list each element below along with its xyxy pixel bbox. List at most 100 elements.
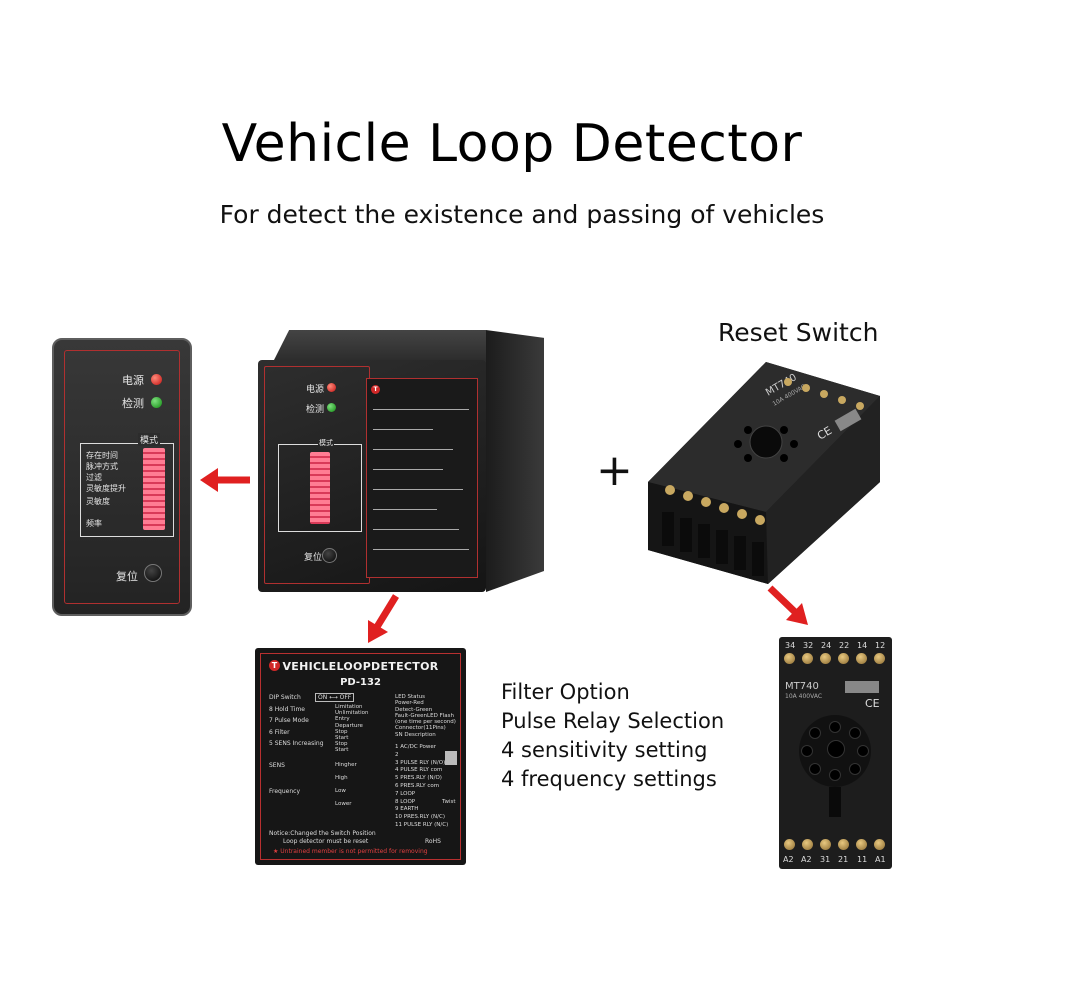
option-text: Hingher (335, 761, 357, 768)
mode-box (80, 443, 174, 537)
terminal-number: 24 (821, 641, 832, 650)
dip-switch-text: DIP Switch (269, 694, 301, 701)
option-text: Stop (335, 728, 348, 735)
setting-text: SENS (269, 761, 285, 769)
reset-button[interactable] (144, 564, 162, 582)
feature-item: 4 sensitivity setting (501, 738, 708, 762)
hologram-sticker (445, 751, 457, 765)
pin-text: 2 (395, 751, 399, 758)
option-text: Lower (335, 801, 352, 808)
terminal-number: 22 (839, 641, 850, 650)
left-arrow-icon (200, 468, 250, 492)
option-text: Limitation (335, 704, 363, 710)
key-slot (829, 787, 841, 817)
detect-led-icon (327, 403, 336, 412)
detect-label: 检测 (122, 397, 144, 410)
terminal-number: A2 (801, 855, 812, 864)
screw-icon (802, 839, 813, 850)
mode-label: 模式 (138, 433, 161, 446)
dip-switch-bank[interactable] (143, 448, 165, 530)
label-card-options: Limitation Unlimitation Entry Departure … (335, 704, 369, 807)
pin-text: 4 PULSE RLY com (395, 767, 443, 774)
screw-icon (802, 653, 813, 664)
down-right-arrow-icon (767, 585, 808, 625)
pin-text: 6 PRES.RLY com (395, 782, 440, 789)
notice-text: Loop detector must be reset (283, 838, 369, 845)
feature-item: 4 frequency settings (501, 767, 717, 791)
power-led-icon (151, 374, 162, 385)
pin-text: 10 PRES.RLY (N/C) (395, 814, 445, 821)
brand-logo: T (269, 660, 280, 671)
screw-icon (874, 839, 885, 850)
dip-on-off: ON ⟷ OFF (315, 693, 355, 702)
option-text: Start (335, 735, 349, 742)
relay-socket-top-view: 34 32 24 22 14 12 MT740 10A 400VAC CE A2… (779, 637, 892, 869)
reset-button-label: 复位 (116, 570, 138, 583)
brand-logo: T (371, 385, 380, 394)
label-card-model: PD-132 (340, 677, 381, 688)
label-card-frame (260, 653, 461, 860)
screw-icon (874, 653, 885, 664)
screw-icon (820, 839, 831, 850)
pin-text: 5 PRES.RLY (N/O) (395, 775, 442, 782)
notice-text: Notice:Changed the Switch Position (269, 830, 376, 837)
center-hole (827, 740, 845, 758)
pin-text: 8 LOOP (395, 798, 416, 805)
terminal-number: 32 (803, 641, 814, 650)
led-status-text: Connector(11Pins) (395, 725, 446, 732)
socket-brand: MT740 (785, 681, 819, 692)
option-text: High (335, 774, 348, 781)
ce-mark: CE (815, 424, 834, 443)
terminal-number: 11 (857, 855, 868, 864)
mode-label: 模式 (318, 438, 334, 448)
unit-instruction-label: T (366, 378, 478, 578)
option-text: Entry (335, 716, 350, 723)
led-status-text: Fault-GreenLED Flash (395, 712, 454, 719)
label-notice: Notice:Changed the Switch Position Loop … (269, 830, 376, 846)
led-status-text: LED Status (395, 694, 426, 700)
led-status-text: Power-Red (395, 700, 424, 707)
reset-button-label: 复位 (304, 553, 323, 563)
pin-text: 11 PULSE RLY (N/C) (395, 821, 449, 828)
reset-button[interactable] (322, 548, 337, 563)
terminal-number: A2 (783, 855, 794, 864)
sn-description-text: SN Description (395, 731, 436, 738)
terminal-number: 31 (820, 855, 831, 864)
dip-switch-bank[interactable] (310, 452, 330, 524)
pin-list: 1 AC/DC Power 2 3 PULSE RLY (N/O) 4 PULS… (395, 744, 448, 830)
reset-switch-label: Reset Switch (718, 318, 879, 347)
feature-item: Filter Option (501, 680, 630, 704)
feature-item: Pulse Relay Selection (501, 709, 725, 733)
down-left-arrow-icon (368, 594, 399, 643)
pin-text: 9 EARTH (395, 806, 419, 813)
screw-icon (784, 839, 795, 850)
option-text: Unlimitation (335, 710, 369, 717)
pin-text: 1 AC/DC Power (395, 744, 437, 750)
screw-icon (856, 839, 867, 850)
page-title: Vehicle Loop Detector (221, 114, 803, 174)
setting-text: 7 Pulse Mode (269, 717, 309, 725)
terminal-number: 34 (785, 641, 796, 650)
feature-list: Filter Option Pulse Relay Selection 4 se… (501, 678, 724, 794)
screw-icon (784, 653, 795, 664)
option-text: Departure (335, 722, 363, 729)
twist-text: Twist (442, 799, 456, 805)
terminal-number: 14 (857, 641, 868, 650)
relay-socket-isometric: MT740 10A 400VAC CE (648, 362, 880, 584)
setting-text: Frequency (269, 787, 300, 795)
dip-row-label: 灵敏度提升 (86, 484, 126, 493)
label-card: T VEHICLELOOPDETECTOR PD-132 DIP Switch … (255, 648, 466, 865)
detect-led-icon (151, 397, 162, 408)
unit-side-face (486, 330, 544, 592)
dip-row-label: 存在时间 (86, 451, 118, 460)
front-panel-closeup: 电源 检测 模式 存在时间 脉冲方式 过滤 灵敏度提升 灵敏度 频率 复位 (52, 338, 192, 616)
power-led-icon (327, 383, 336, 392)
screw-icon (838, 839, 849, 850)
led-status-text: (one time per second) (395, 719, 456, 726)
setting-text: 8 Hold Time (269, 705, 305, 713)
power-label: 电源 (122, 374, 144, 387)
label-sticker (845, 681, 879, 693)
screw-icon (856, 653, 867, 664)
option-text: Stop (335, 741, 348, 748)
option-text: Start (335, 747, 349, 754)
